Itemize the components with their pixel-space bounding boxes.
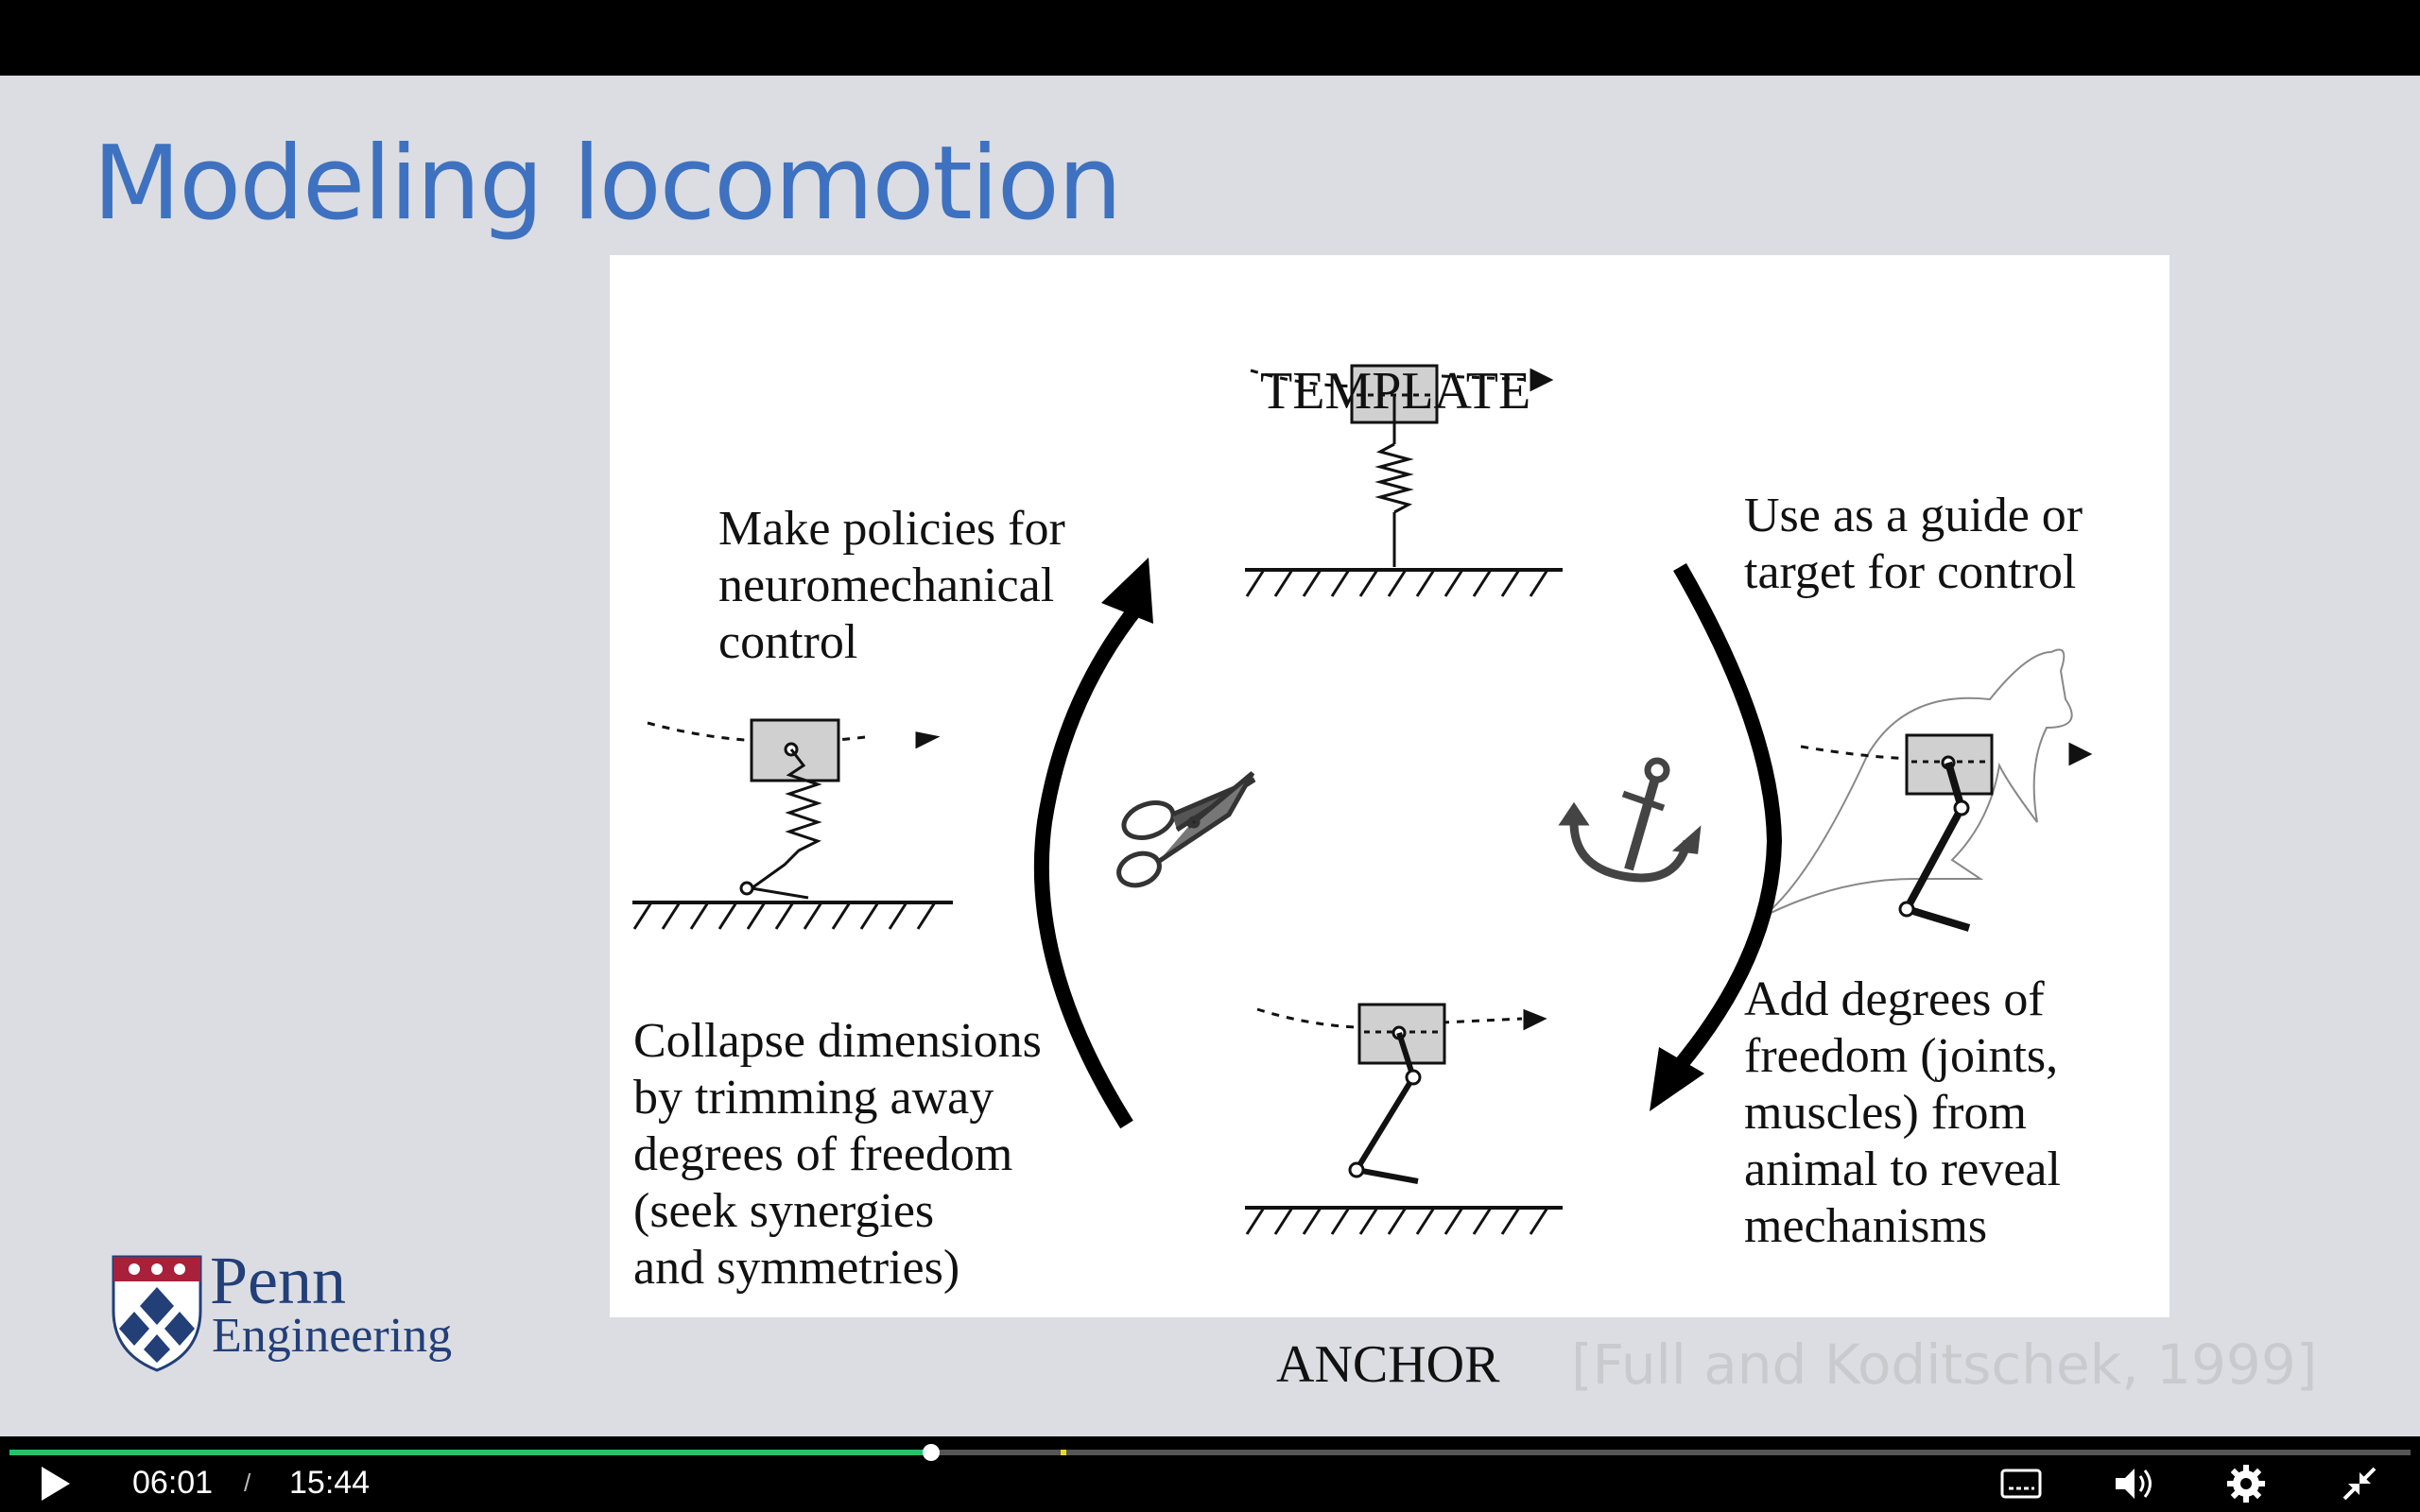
progress-fill bbox=[9, 1450, 931, 1455]
figure-drawing bbox=[632, 364, 2093, 1235]
slide-title: Modeling locomotion bbox=[93, 125, 1122, 243]
current-time: 06:01 bbox=[132, 1465, 214, 1501]
top-left-text: Make policies for neuromechanical contro… bbox=[718, 502, 1065, 669]
captions-button[interactable] bbox=[2000, 1469, 2042, 1499]
kangaroo-outline bbox=[1762, 648, 2073, 918]
anchor-icon bbox=[1558, 757, 1702, 883]
exit-fullscreen-icon bbox=[2342, 1467, 2377, 1501]
play-icon bbox=[42, 1467, 70, 1501]
progress-bar[interactable] bbox=[9, 1444, 2411, 1461]
settings-button[interactable] bbox=[2225, 1463, 2267, 1504]
right-cycle-arrow bbox=[1650, 563, 1783, 1111]
bottom-left-text: Collapse dimensions by trimming away deg… bbox=[633, 1014, 1042, 1295]
penn-shield-icon bbox=[112, 1255, 202, 1372]
progress-marker bbox=[1060, 1450, 1066, 1455]
captions-icon bbox=[2000, 1469, 2042, 1499]
template-label: TEMPLATE bbox=[1260, 362, 1531, 421]
spring-leg-model bbox=[632, 718, 953, 930]
penn-logo-name: Penn bbox=[210, 1243, 346, 1318]
exit-fullscreen-button[interactable] bbox=[2339, 1463, 2380, 1504]
volume-button[interactable] bbox=[2114, 1465, 2155, 1503]
player-controls: 06:01 / 15:44 bbox=[0, 1436, 2420, 1512]
bottom-right-text: Add degrees of freedom (joints, muscles)… bbox=[1744, 972, 2061, 1253]
time-separator: / bbox=[244, 1469, 251, 1497]
citation: [Full and Koditschek, 1999] bbox=[1571, 1332, 2318, 1397]
gear-icon bbox=[2227, 1465, 2265, 1503]
template-model bbox=[1245, 364, 1563, 597]
penn-logo-subtitle: Engineering bbox=[212, 1309, 453, 1363]
progress-handle[interactable] bbox=[922, 1444, 940, 1461]
template-anchor-figure: TEMPLATE ANCHOR Make policies for neurom… bbox=[610, 255, 2169, 1394]
volume-icon bbox=[2116, 1469, 2152, 1499]
total-time: 15:44 bbox=[289, 1465, 371, 1501]
penn-engineering-logo: Penn Engineering bbox=[106, 1243, 452, 1382]
top-right-text: Use as a guide or target for control bbox=[1744, 489, 2083, 599]
anchor-label: ANCHOR bbox=[1276, 1335, 1500, 1394]
scissors-icon bbox=[1116, 771, 1256, 888]
anchor-model bbox=[1245, 1003, 1563, 1235]
left-cycle-arrow bbox=[1033, 558, 1153, 1129]
play-button[interactable] bbox=[34, 1463, 76, 1504]
slide: Modeling locomotion bbox=[0, 76, 2420, 1436]
kangaroo-model bbox=[1762, 648, 2093, 932]
